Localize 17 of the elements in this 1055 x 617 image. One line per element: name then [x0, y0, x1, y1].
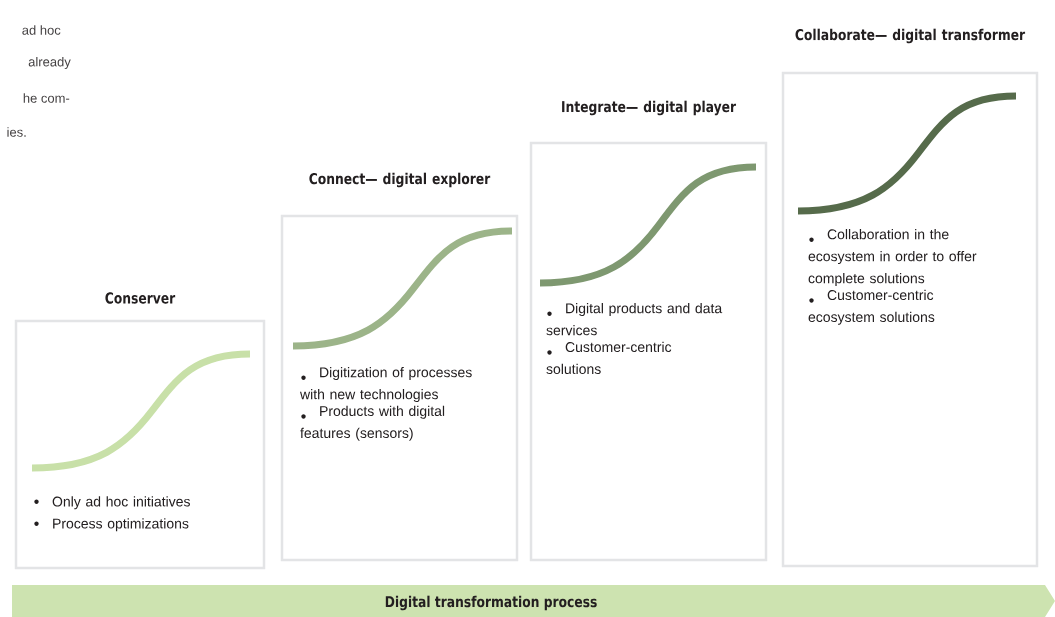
stage-heading: Connect— digital explorer	[309, 172, 491, 188]
process-band: Digital transformation process	[12, 585, 1055, 617]
bullet-item: Collaboration in the ecosystem in order to offer complete solutions	[808, 229, 977, 287]
bullet-item: Products with digital features (sensors)	[300, 405, 445, 441]
bullet-item: Customer-centric ecosystem solutions	[808, 289, 935, 325]
stage-heading: Integrate— digital player	[562, 100, 736, 116]
text-fragment: he com-	[23, 93, 70, 103]
stage-heading: Collaborate— digital transformer	[795, 28, 1026, 44]
bullet-item: Only ad hoc initiatives	[52, 496, 190, 510]
text-fragment: already	[28, 56, 71, 70]
text-fragment: ies.	[7, 127, 26, 137]
bullet-item: Digital products and data services	[546, 303, 723, 336]
stage-heading: Conserver	[105, 292, 176, 304]
bullet-item: Process optimizations	[53, 518, 189, 532]
text-fragment: ad hoc	[22, 25, 61, 35]
bullet-item: Digitization of processes with new technologies	[300, 367, 472, 403]
bullet-item: Customer-centric solutions	[546, 341, 672, 374]
